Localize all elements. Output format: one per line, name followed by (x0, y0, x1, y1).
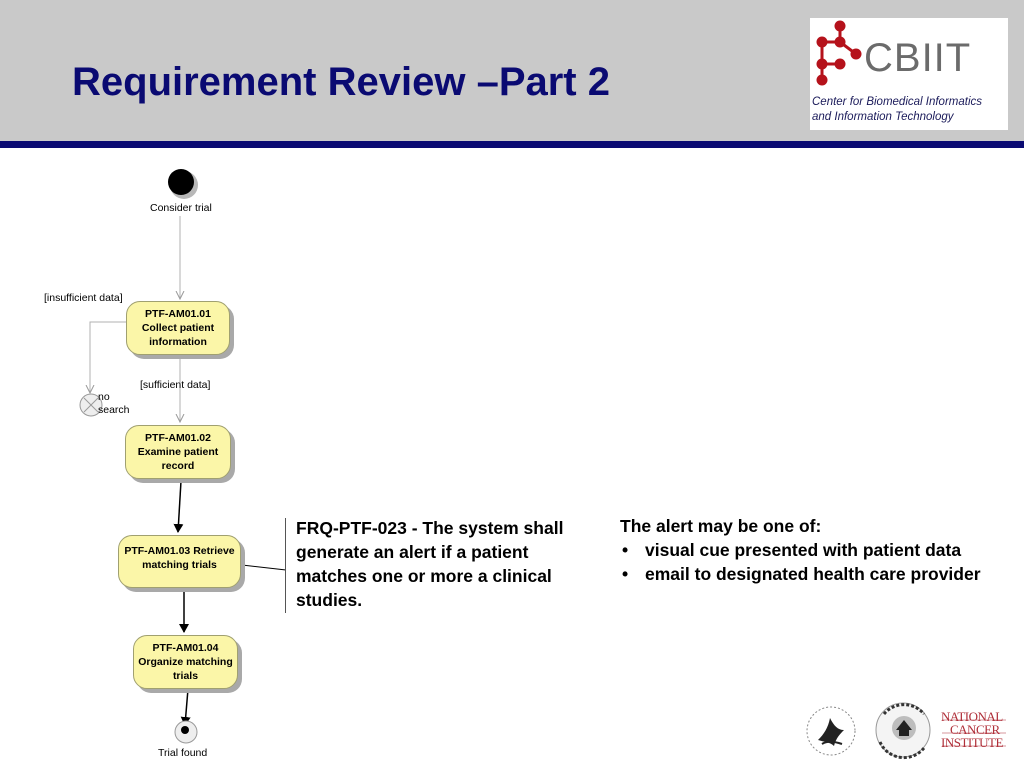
bullet-icon: • (622, 564, 629, 584)
nci-line3: INSTITUTE (941, 735, 1003, 750)
requirement-bar (285, 518, 286, 613)
requirement-text: FRQ-PTF-023 - The system shall generate … (296, 518, 564, 610)
end-label: Trial found (158, 747, 208, 759)
molecule-icon (816, 20, 862, 86)
no-search-label-1: no (98, 391, 110, 403)
page-title: Requirement Review –Part 2 (72, 60, 610, 104)
cbiit-logo: CBIIT Center for Biomedical Informatics … (810, 18, 1008, 130)
sufficient-data-guard: [sufficient data] (140, 379, 211, 391)
nih-seal-icon (875, 702, 931, 760)
logo-name: CBIIT (864, 36, 972, 80)
diagram-connectors (79, 169, 287, 744)
logo-line2: and Information Technology (812, 111, 954, 123)
activity-diagram: Consider trial [insufficient data] [suff… (0, 148, 1024, 768)
alert-list: • visual cue presented with patient data… (620, 538, 1020, 586)
bullet-icon: • (622, 540, 629, 560)
activity-node-collect: PTF-AM01.01 Collect patient information (126, 301, 230, 355)
activity-node-organize: PTF-AM01.04 Organize matching trials (133, 635, 238, 689)
alert-item: • email to designated health care provid… (622, 564, 981, 584)
header-rule (0, 141, 1024, 148)
alert-item: • visual cue presented with patient data (622, 540, 962, 560)
alert-block: The alert may be one of: • visual cue pr… (620, 514, 1020, 586)
hhs-seal-icon (806, 706, 856, 756)
activity-node-retrieve: PTF-AM01.03 Retrieve matching trials (118, 535, 241, 588)
no-search-label-2: search (98, 404, 130, 416)
logo-line1: Center for Biomedical Informatics (812, 96, 983, 108)
alert-heading: The alert may be one of: (620, 516, 822, 536)
start-label: Consider trial (150, 202, 212, 214)
nci-line2: CANCER (950, 722, 1000, 737)
footer-logos: NATIONAL CANCER INSTITUTE (800, 700, 1014, 762)
nci-logo-icon (940, 709, 1008, 751)
activity-node-examine: PTF-AM01.02 Examine patient record (125, 425, 231, 479)
insufficient-data-guard: [insufficient data] (44, 292, 123, 304)
nci-line1: NATIONAL (941, 709, 1003, 724)
